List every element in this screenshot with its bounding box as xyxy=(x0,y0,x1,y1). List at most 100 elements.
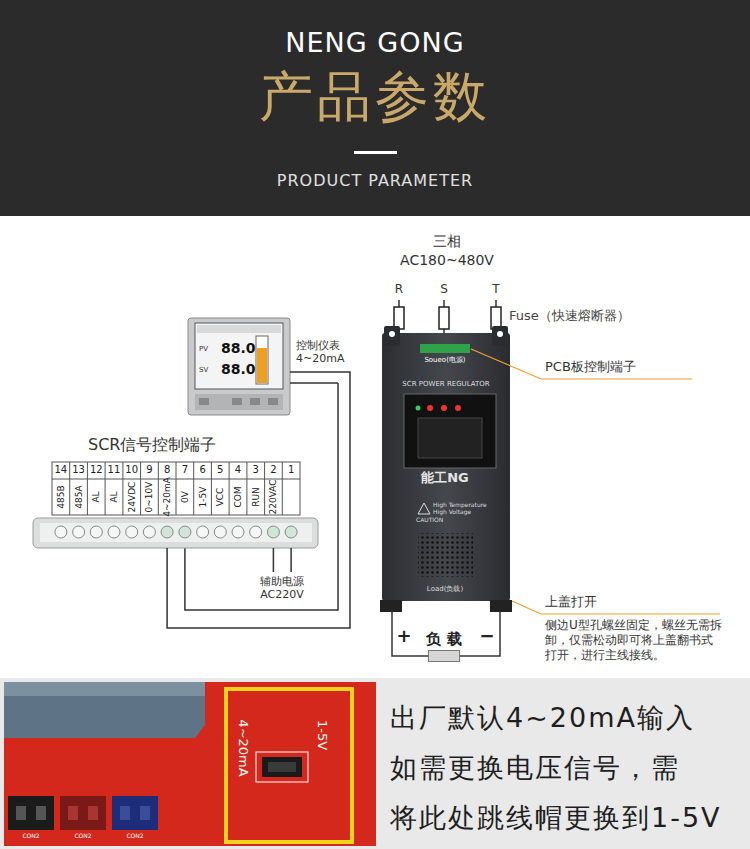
label-text: 1-5V xyxy=(315,720,330,750)
leader-line xyxy=(471,349,541,379)
label-text: High Voltage xyxy=(433,509,471,516)
label-text: 11 xyxy=(108,464,121,476)
wire-connector xyxy=(392,612,428,656)
display-window xyxy=(404,394,496,468)
load-resistor: 负 载 xyxy=(428,650,460,662)
controller-keys xyxy=(195,394,283,410)
table-rule xyxy=(229,462,230,515)
fuse-symbol xyxy=(439,307,449,329)
label-text: 4~20mA xyxy=(236,719,251,776)
label-text: 485B xyxy=(56,485,66,508)
node-text: SCR POWER REGULATOR xyxy=(382,380,510,388)
label-text: Soueo(电源) xyxy=(424,356,465,364)
vent-grille xyxy=(418,533,473,577)
label-text: 1-5V xyxy=(197,487,207,508)
terminal-screw xyxy=(161,526,173,538)
terminal-screw xyxy=(232,526,244,538)
label-text: AC180~480V xyxy=(400,252,494,268)
mount-tab xyxy=(384,326,400,346)
wire-path xyxy=(392,612,428,656)
label-text: 88.0 xyxy=(221,361,256,377)
table-rule xyxy=(282,462,283,515)
table-rule xyxy=(87,462,88,515)
label-text: 485A xyxy=(73,485,83,508)
label-text: Load(负载) xyxy=(427,585,463,593)
table-rule xyxy=(140,462,141,515)
indicator-led xyxy=(416,406,421,411)
label-text: 8 xyxy=(164,464,170,476)
caution-triangle xyxy=(418,503,430,514)
terminal-screw xyxy=(267,526,279,538)
controller-key xyxy=(232,398,242,405)
label-text: RUN xyxy=(251,487,261,507)
table-rule xyxy=(176,462,177,515)
terminal-screw xyxy=(250,526,262,538)
label-text: Fuse（快速熔断器） xyxy=(509,309,630,324)
table-rule xyxy=(69,462,70,515)
page-title: 产品参数 xyxy=(259,66,491,128)
label-text: S xyxy=(440,283,448,297)
indicator-led xyxy=(455,405,461,411)
label-text: 13 xyxy=(72,464,85,476)
label-text: SV xyxy=(199,366,208,374)
bottom-panel xyxy=(0,678,750,849)
controller-screen xyxy=(195,323,283,389)
terminal-screw xyxy=(179,526,191,538)
terminal-block xyxy=(33,518,318,548)
label-text: AL xyxy=(109,491,119,502)
indicator-led xyxy=(441,405,447,411)
heatsink xyxy=(4,682,205,738)
label-text: 14 xyxy=(54,464,67,476)
regulator-foot xyxy=(380,600,402,612)
leader-line xyxy=(512,601,541,614)
jumper-pins xyxy=(268,762,296,772)
node-text: 控制仪表 4~20mA xyxy=(296,340,348,365)
regulator-foot xyxy=(490,600,512,612)
label-text: + xyxy=(396,626,411,647)
label-text: 4 xyxy=(235,464,241,476)
connector-pin xyxy=(120,806,130,820)
title-rule xyxy=(354,151,397,154)
label-text: PCB板控制端子 xyxy=(545,360,636,375)
table-rule xyxy=(122,462,123,515)
label-text: 辅助电源 AC220V xyxy=(254,576,310,601)
label-text: R xyxy=(395,283,403,297)
bar-graph xyxy=(256,336,268,384)
regulator-body xyxy=(382,333,510,601)
bar-fill xyxy=(257,348,267,383)
label-text: 4~20mA xyxy=(162,477,172,517)
label-text: COM xyxy=(233,486,243,507)
table-columns xyxy=(70,462,283,515)
table-rule xyxy=(105,462,106,515)
label-text: 6 xyxy=(199,464,205,476)
label-text: CAUTION xyxy=(416,517,443,524)
table-rule xyxy=(246,462,247,515)
digit-display xyxy=(418,418,482,458)
power-wire xyxy=(273,548,275,572)
terminal-screw xyxy=(197,526,209,538)
label-text: 1 xyxy=(288,464,294,476)
label-text: T xyxy=(492,283,499,297)
label-text: 0~10V xyxy=(144,482,154,513)
connector-pin xyxy=(36,806,46,820)
terminal-screws xyxy=(55,526,297,538)
controller-key xyxy=(268,398,278,405)
connector-pin xyxy=(68,806,78,820)
terminal-screw xyxy=(73,526,85,538)
label-text: PRODUCT PARAMETER xyxy=(277,172,473,190)
label-text: AL xyxy=(91,491,101,502)
label-text: 侧边U型孔螺丝固定，螺丝无需拆卸，仅需松动即可将上盖翻书式打开，进行主线接线。 xyxy=(545,618,723,663)
label-text: 能工NG xyxy=(421,471,469,486)
mount-hole xyxy=(389,331,395,337)
table-rule xyxy=(211,462,212,515)
connector-pin xyxy=(16,806,26,820)
terminal-strip: SCR信号控制端子 xyxy=(33,518,318,548)
wire-path xyxy=(167,372,350,628)
fuse-symbol xyxy=(491,307,501,329)
mount-hole xyxy=(497,331,503,337)
label-text: 5 xyxy=(217,464,223,476)
note-box: 出厂默认4~20mA输入 如需更换电压信号，需 将此处跳线帽更换到1-5V xyxy=(388,690,742,848)
controller-key xyxy=(199,398,209,405)
load-wire xyxy=(460,612,500,656)
